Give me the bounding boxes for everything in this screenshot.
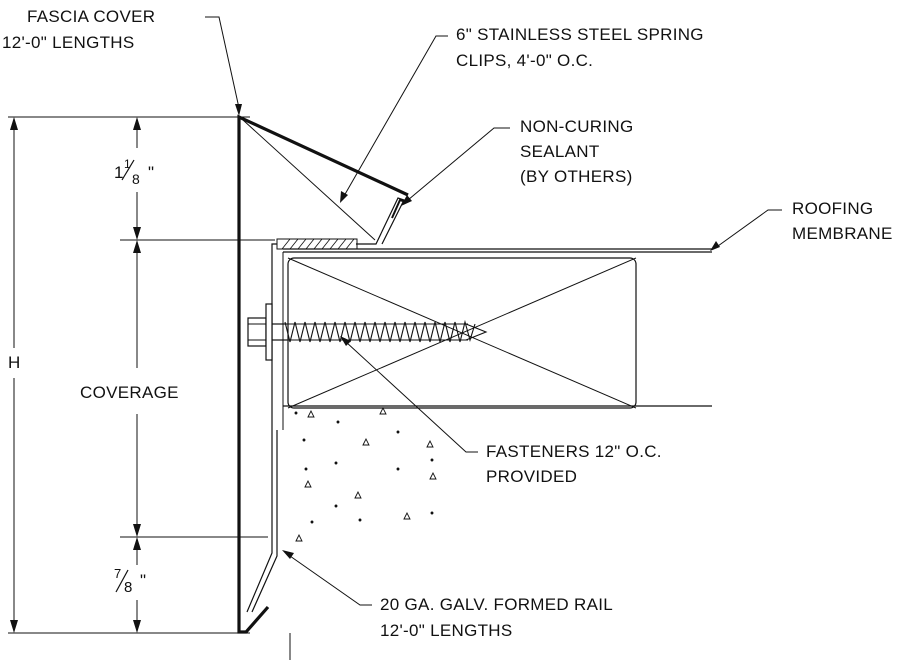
label-roofing-membrane: ROOFING MEMBRANE xyxy=(792,199,893,243)
formed-rail-profile xyxy=(246,238,358,613)
label-formed-rail: 20 GA. GALV. FORMED RAIL 12'-0" LENGTHS xyxy=(380,595,613,640)
leader-formed-rail xyxy=(282,550,372,606)
fastener-screw xyxy=(247,303,488,361)
label-formed-rail-line1: 20 GA. GALV. FORMED RAIL xyxy=(380,595,613,614)
leader-fascia-cover xyxy=(205,16,242,116)
label-formed-rail-line2: 12'-0" LENGTHS xyxy=(380,621,513,640)
concrete-substrate xyxy=(294,406,437,542)
label-spring-clips: 6" STAINLESS STEEL SPRING CLIPS, 4'-0" O… xyxy=(456,25,704,70)
wood-nailer xyxy=(283,248,712,409)
label-fasteners-line2: PROVIDED xyxy=(486,467,577,486)
dimension-bottom-numerator: 7 xyxy=(114,566,122,581)
label-sealant-line3: (BY OTHERS) xyxy=(520,167,633,186)
leader-fasteners xyxy=(340,336,478,453)
label-spring-clips-line2: CLIPS, 4'-0" O.C. xyxy=(456,51,593,70)
leader-sealant xyxy=(401,127,510,206)
label-spring-clips-line1: 6" STAINLESS STEEL SPRING xyxy=(456,25,704,44)
leader-spring-clips xyxy=(340,35,448,203)
label-fascia-cover-line1: FASCIA COVER xyxy=(27,7,155,26)
dimension-lines xyxy=(8,116,275,634)
dimension-bottom-seven-eighths: 7 8 " xyxy=(114,566,146,596)
dimension-top-one-and-eighth: 1 1 8 " xyxy=(114,157,154,187)
leader-roofing-membrane xyxy=(710,209,782,251)
label-fasteners: FASTENERS 12" O.C. PROVIDED xyxy=(486,442,662,486)
dimension-top-whole: 1 xyxy=(114,163,124,182)
label-fasteners-line1: FASTENERS 12" O.C. xyxy=(486,442,662,461)
dimension-bottom-denominator: 8 xyxy=(124,579,133,596)
fascia-cover-profile xyxy=(237,114,409,634)
label-roofing-membrane-line1: ROOFING xyxy=(792,199,873,218)
label-roofing-membrane-line2: MEMBRANE xyxy=(792,224,893,243)
label-sealant-line1: NON-CURING xyxy=(520,117,634,136)
dimension-top-numerator: 1 xyxy=(124,157,131,171)
label-fascia-cover: FASCIA COVER 12'-0" LENGTHS xyxy=(2,7,155,52)
dimension-h: H xyxy=(8,353,21,372)
label-fascia-cover-line2: 12'-0" LENGTHS xyxy=(2,33,135,52)
dimension-top-denominator: 8 xyxy=(132,171,140,187)
dimension-bottom-inch-mark: " xyxy=(140,571,146,590)
label-sealant-line2: SEALANT xyxy=(520,142,600,161)
label-sealant: NON-CURING SEALANT (BY OTHERS) xyxy=(520,117,634,186)
dimension-coverage: COVERAGE xyxy=(80,383,179,402)
dimension-top-inch-mark: " xyxy=(148,163,154,182)
